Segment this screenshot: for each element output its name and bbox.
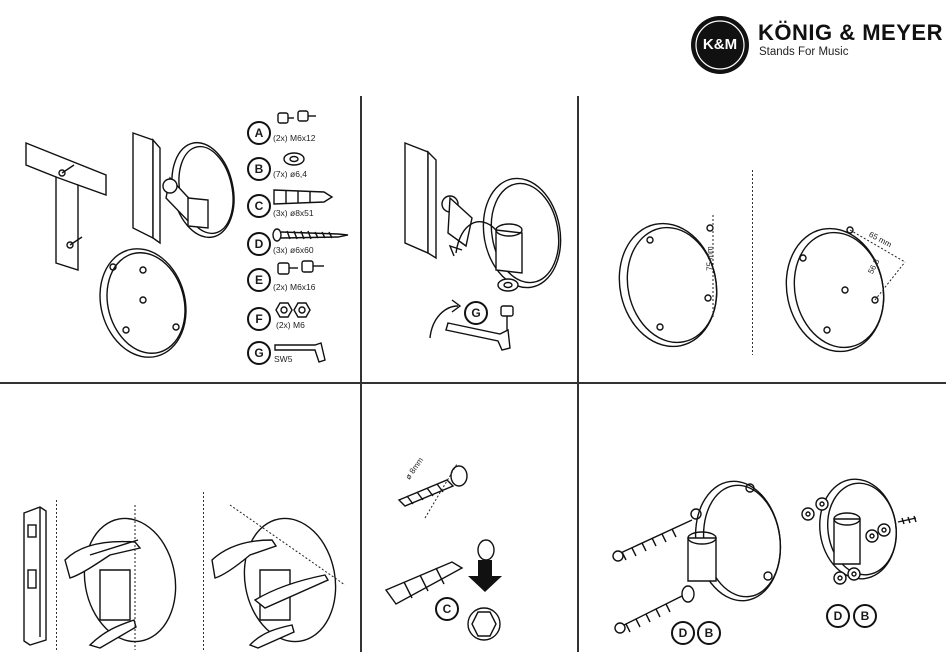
dowel-icon — [272, 186, 342, 208]
step5-badge-c: C — [435, 597, 459, 621]
wood-screw-icon — [272, 228, 352, 244]
panel3-split-dashed — [752, 170, 753, 355]
part-spec-f: (2x) M6 — [276, 320, 305, 330]
screw-m6x16-icon — [276, 259, 336, 281]
screw-m6x12-icon — [276, 110, 326, 130]
plate-angled-layout — [775, 210, 925, 360]
part-badge-e: E — [247, 268, 271, 292]
speaker-mount-illustration — [128, 128, 238, 248]
part-badge-g: G — [247, 341, 271, 365]
nut-icon — [276, 301, 316, 321]
step6-badge-b-left: B — [697, 621, 721, 645]
brand-mark: K&M — [695, 36, 745, 53]
panel4-split-dashed-b — [203, 492, 204, 650]
step2-badge-g: G — [464, 301, 488, 325]
step6-badge-b-right: B — [853, 604, 877, 628]
mount-with-screws-left — [608, 476, 808, 636]
step6-badge-d-right: D — [826, 604, 850, 628]
assembly-illustration — [400, 138, 600, 368]
dowel-insertion-illustration — [382, 540, 522, 640]
plate-vertical-layout — [610, 210, 740, 360]
part-spec-c: (3x) ø8x51 — [273, 208, 314, 218]
panel4-split-dashed-a — [56, 500, 57, 650]
dim-vertical: 75 mm — [706, 246, 715, 270]
brand-name: KÖNIG & MEYER — [758, 20, 943, 46]
part-badge-b: B — [247, 157, 271, 181]
part-spec-a: (2x) M6x12 — [273, 133, 316, 143]
part-badge-c: C — [247, 194, 271, 218]
part-spec-e: (2x) M6x16 — [273, 282, 316, 292]
part-badge-a: A — [247, 121, 271, 145]
grid-divider-horizontal — [0, 382, 946, 384]
marking-angled-illustration — [210, 500, 350, 650]
part-spec-b: (7x) ø6,4 — [273, 169, 307, 179]
wall-plate-illustration — [98, 245, 198, 365]
brand-tagline: Stands For Music — [759, 46, 848, 58]
part-badge-d: D — [247, 232, 271, 256]
part-spec-g: SW5 — [274, 354, 292, 364]
washer-icon — [282, 152, 312, 168]
spirit-level-illustration — [20, 505, 60, 645]
part-spec-d: (3x) ø6x60 — [273, 245, 314, 255]
grid-divider-vertical-1 — [360, 96, 362, 652]
part-badge-f: F — [247, 307, 271, 331]
mount-with-screws-right — [798, 474, 928, 594]
step6-badge-d-left: D — [671, 621, 695, 645]
marking-vertical-illustration — [60, 500, 180, 650]
